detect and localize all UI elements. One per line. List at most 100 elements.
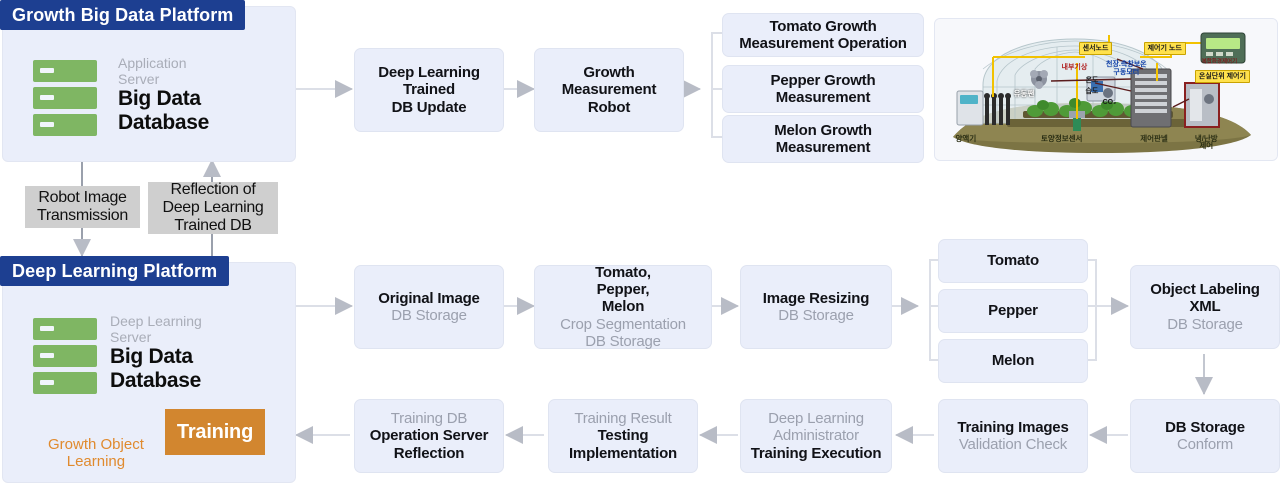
box-light-2: DB Storage	[585, 333, 661, 351]
greenhouse-label-sensor-node: 센서노드	[1078, 41, 1113, 55]
box-bold-1: Melon	[991, 352, 1035, 370]
label-text-line2: 제어	[1199, 141, 1214, 151]
deep-server-text: Deep Learning Server Big Data Database	[110, 313, 202, 392]
greenhouse-label-temperature: 온도	[1085, 77, 1098, 84]
training-block[interactable]: Training	[165, 409, 265, 455]
greenhouse-label-hvac-control: 냉/난방 제어	[1194, 133, 1218, 151]
box-bold-1: Pepper	[988, 302, 1038, 320]
growth-server-text: Application Server Big Data Database	[118, 55, 209, 134]
box-light-1: Conform	[1176, 436, 1234, 453]
box-light-1: Validation Check	[958, 436, 1068, 453]
box-bold-2: Reflection	[393, 444, 465, 462]
greenhouse-label-soil-sensor: 토양정보센서	[1041, 133, 1083, 143]
chip-robot-image-transmission: Robot Image Transmission	[25, 186, 140, 228]
application-server-icon	[33, 60, 97, 136]
box-pepper-growth-measurement[interactable]: Pepper Growth Measurement	[722, 65, 924, 113]
greenhouse-label-greenhouse-unit-controller: 온실단위 제어기	[1194, 69, 1250, 83]
box-image-resizing[interactable]: Image Resizing DB Storage	[740, 265, 892, 349]
growth-platform-title-bar: Growth Big Data Platform	[0, 0, 246, 30]
box-object-labeling-xml[interactable]: Object Labeling XML DB Storage	[1130, 265, 1280, 349]
box-bold-1: Training Images	[957, 418, 1069, 436]
deep-server-sub-line1: Deep Learning	[110, 313, 202, 329]
box-bold-2: Measurement	[561, 81, 657, 99]
greenhouse-label-controller-node: 제어기 노드	[1143, 41, 1186, 55]
box-light-1: DB Storage	[1167, 315, 1243, 333]
greenhouse-illustration-frame: 센서노드 제어기 노드 온실단위 제어기 내부기상 천장.측창보온 구동모터 온…	[934, 18, 1278, 161]
box-training-images-validation[interactable]: Training Images Validation Check	[938, 399, 1088, 473]
box-bold-1: Growth	[583, 63, 635, 81]
box-bold-1: Object Labeling	[1150, 280, 1260, 298]
label-text: 양액기	[955, 133, 977, 143]
label-text: 제어판넬	[1140, 133, 1168, 143]
box-bold-3: Melon	[601, 298, 645, 316]
label-text: 온실단위 제어기	[1198, 72, 1246, 80]
growth-platform-title: Growth Big Data Platform	[12, 4, 234, 25]
box-operation-server-reflection[interactable]: Training DB Operation Server Reflection	[354, 399, 504, 473]
chip-line-1: Robot Image	[38, 189, 127, 207]
box-db-storage-conform[interactable]: DB Storage Conform	[1130, 399, 1280, 473]
box-crop-tomato[interactable]: Tomato	[938, 239, 1088, 283]
box-bold-2: XML	[1189, 298, 1221, 316]
label-text: 센서노드	[1082, 44, 1109, 52]
box-bold-2: Implementation	[568, 444, 678, 462]
box-growth-measurement-robot[interactable]: Growth Measurement Robot	[534, 48, 684, 132]
greenhouse-label-nutrient-machine: 양액기	[955, 133, 977, 143]
training-label: Training	[176, 420, 254, 443]
box-bold-1: Original Image	[378, 289, 480, 307]
box-melon-growth-measurement[interactable]: Melon Growth Measurement	[722, 115, 924, 163]
box-bold-2: Measurement	[775, 89, 871, 106]
growth-object-learning-label: Growth Object Learning	[48, 436, 144, 471]
label-text: 제어기 노드	[1147, 44, 1182, 52]
box-bold-1: Tomato,	[595, 263, 651, 281]
greenhouse-graphic	[935, 19, 1277, 160]
box-deep-learning-trained-db-update[interactable]: Deep Learning Trained DB Update	[354, 48, 504, 132]
box-bold-1: Training Execution	[750, 444, 882, 462]
growth-server-sub-line2: Server	[118, 70, 160, 87]
deep-server-sub-line2: Server	[110, 328, 152, 345]
deep-server-main-line2: Database	[110, 368, 201, 392]
box-training-execution[interactable]: Deep Learning Administrator Training Exe…	[740, 399, 892, 473]
box-tomato-growth-measurement-operation[interactable]: Tomato Growth Measurement Operation	[722, 13, 924, 57]
growth-server-main-line2: Database	[118, 110, 209, 134]
box-bold-3: DB Update	[391, 98, 467, 116]
chip-line-3: Trained DB	[174, 216, 252, 234]
box-bold-2: Measurement	[775, 139, 871, 156]
box-light-1: Crop Segmentation	[560, 315, 686, 333]
label-text: 습도	[1085, 88, 1099, 96]
box-testing-implementation[interactable]: Training Result Testing Implementation	[548, 399, 698, 473]
greenhouse-label-internal-weather: 내부기상	[1062, 64, 1088, 71]
box-bold-2: Pepper,	[596, 280, 650, 298]
label-text: 유동팬	[1013, 88, 1035, 98]
label-text: CO₂	[1102, 99, 1117, 107]
box-bold-2: Trained	[403, 81, 455, 99]
label-text: 복합환경제어기	[1201, 58, 1238, 65]
label-text: 토양정보센서	[1041, 133, 1083, 143]
label-text: 온도	[1085, 76, 1099, 84]
box-crop-segmentation[interactable]: Tomato, Pepper, Melon Crop Segmentation …	[534, 263, 712, 351]
box-bold-1: Operation Server	[369, 427, 489, 445]
greenhouse-label-control-panel: 제어판넬	[1140, 133, 1168, 143]
deep-platform-title-bar: Deep Learning Platform	[0, 256, 230, 286]
greenhouse-label-co2: CO₂	[1103, 99, 1117, 106]
label-text-line1: 냉/난방	[1194, 133, 1218, 143]
box-crop-pepper[interactable]: Pepper	[938, 289, 1088, 333]
deep-server-main-line1: Big Data	[110, 345, 193, 369]
label-text: 내부기상	[1061, 64, 1088, 72]
greenhouse-device-caption: 복합환경제어기	[1201, 58, 1238, 66]
label-text-line1: 천장.측창보온	[1106, 61, 1147, 69]
box-bold-1: Tomato	[987, 252, 1039, 270]
box-bold-1: Pepper Growth	[770, 71, 876, 89]
chip-line-2: Deep Learning	[162, 199, 264, 217]
box-bold-1: DB Storage	[1165, 418, 1245, 436]
growth-server-sub-line1: Application	[118, 55, 187, 71]
box-light-1: Training Result	[574, 409, 672, 427]
box-light-2: Administrator	[773, 427, 859, 445]
box-crop-melon[interactable]: Melon	[938, 339, 1088, 383]
chip-line-1: Reflection of	[170, 181, 256, 199]
greenhouse-label-humidity: 습도	[1085, 88, 1098, 95]
box-light-1: DB Storage	[778, 307, 854, 324]
greenhouse-label-circulation-fan: 유동팬	[1013, 88, 1035, 98]
box-bold-1: Melon Growth	[774, 121, 872, 139]
box-original-image[interactable]: Original Image DB Storage	[354, 265, 504, 349]
